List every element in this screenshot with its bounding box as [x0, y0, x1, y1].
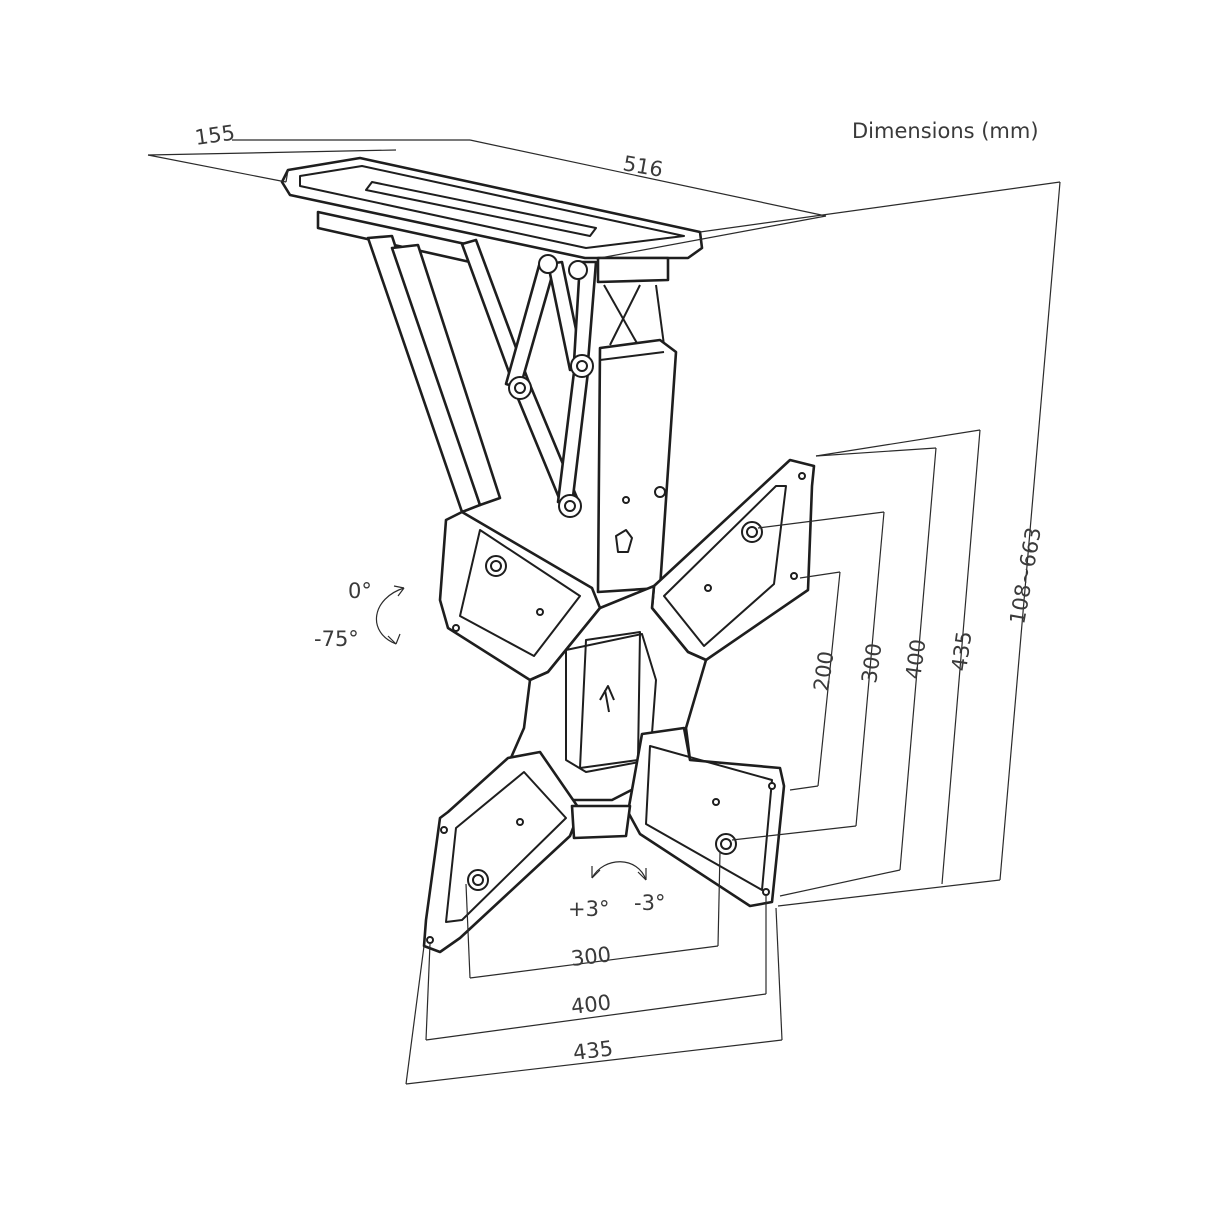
vertical-300-label: 300 [857, 642, 886, 685]
tilt-arrow-icon [375, 585, 405, 645]
tilt-lower-label: -75° [314, 627, 359, 651]
telescopic-column [596, 338, 678, 594]
top-dimension-lines [147, 139, 1061, 259]
horizontal-vesa-dimension-lines [405, 851, 783, 1085]
vertical-vesa-dimension-lines [731, 429, 1001, 907]
swivel-right-label: -3° [634, 891, 665, 915]
vertical-400-label: 400 [901, 638, 930, 681]
swivel-left-label: +3° [568, 897, 609, 921]
horizontal-400-label: 400 [570, 990, 613, 1019]
vertical-435-label: 435 [947, 630, 976, 673]
vesa-plate [422, 458, 816, 954]
vertical-200-label: 200 [809, 650, 838, 693]
depth-label: 155 [193, 121, 236, 150]
tilt-upper-label: 0° [348, 579, 372, 603]
scissor-linkage [460, 238, 665, 518]
width-label: 516 [621, 151, 665, 182]
height-dimension-line [999, 181, 1061, 881]
horizontal-300-label: 300 [570, 942, 613, 971]
horizontal-435-label: 435 [572, 1036, 615, 1065]
height-label: 108~663 [1005, 525, 1046, 625]
diagram-title: Dimensions (mm) [852, 119, 1039, 143]
support-arm [366, 234, 502, 514]
swivel-arrow-icon [591, 861, 647, 881]
